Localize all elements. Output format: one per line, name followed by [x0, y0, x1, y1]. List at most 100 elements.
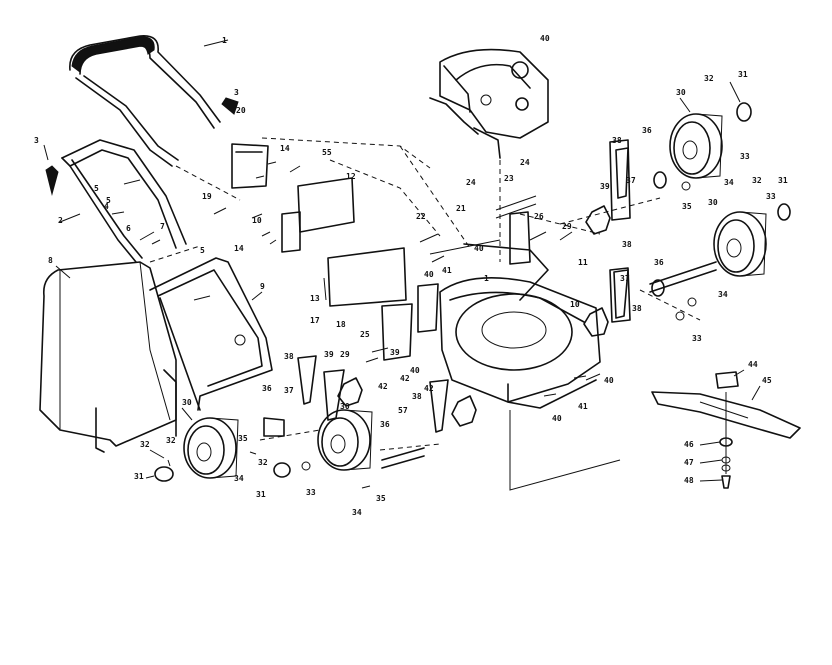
hardware — [111, 161, 587, 489]
callout: 41 — [578, 402, 588, 411]
callout: 42 — [424, 384, 434, 393]
callout: 35 — [238, 434, 248, 443]
callout: 39 — [324, 350, 334, 359]
callout: 31 — [256, 490, 266, 499]
callout: 6 — [126, 224, 131, 233]
callout: 33 — [740, 152, 750, 161]
callout: 10 — [252, 216, 262, 225]
callout: 4 — [104, 202, 109, 211]
callout: 36 — [380, 420, 390, 429]
callout: 40 — [604, 376, 614, 385]
callout: 39 — [600, 182, 610, 191]
callout: 29 — [340, 350, 350, 359]
callout: 30 — [676, 88, 686, 97]
callout: 55 — [322, 148, 332, 157]
callout: 21 — [456, 204, 466, 213]
callout: 38 — [622, 240, 632, 249]
hubcaps-and-nuts — [154, 102, 791, 482]
wheel-front-right — [317, 409, 373, 471]
callout: 24 — [520, 158, 530, 167]
callout: 1 — [484, 274, 489, 283]
callout: 38 — [632, 304, 642, 313]
engine — [429, 48, 549, 159]
callout: 38 — [612, 136, 622, 145]
callout: 10 — [570, 300, 580, 309]
callout: 3 — [34, 136, 39, 145]
callout: 45 — [762, 376, 772, 385]
callout: 38 — [284, 352, 294, 361]
lower-handle — [61, 139, 241, 263]
callout: 48 — [684, 476, 694, 485]
callout: 36 — [642, 126, 652, 135]
callout: 3 — [234, 88, 239, 97]
handle-knob-left — [45, 165, 59, 196]
leader-lines — [43, 81, 761, 482]
callout: 34 — [352, 508, 362, 517]
callout: 29 — [562, 222, 572, 231]
callout: 34 — [724, 178, 734, 187]
callout: 19 — [202, 192, 212, 201]
callout: 13 — [310, 294, 320, 303]
wheel-front-left — [183, 417, 239, 479]
callout: 37 — [284, 386, 294, 395]
callout: 22 — [416, 212, 426, 221]
callout: 5 — [94, 184, 99, 193]
callout: 14 — [234, 244, 244, 253]
handle-knob-right — [221, 97, 239, 115]
callout: 32 — [752, 176, 762, 185]
callout: 40 — [552, 414, 562, 423]
callout: 1 — [222, 36, 227, 45]
callout: 37 — [620, 274, 630, 283]
callout: 30 — [340, 402, 350, 411]
callout: 26 — [534, 212, 544, 221]
callout: 25 — [360, 330, 370, 339]
callout: 31 — [738, 70, 748, 79]
callout: 12 — [346, 172, 356, 181]
bag-frame — [149, 257, 273, 411]
callout: 37 — [626, 176, 636, 185]
callout: 31 — [134, 472, 144, 481]
callout: 35 — [376, 494, 386, 503]
callout: 40 — [410, 366, 420, 375]
grass-bag — [39, 261, 177, 453]
callout: 38 — [412, 392, 422, 401]
callout: 36 — [262, 384, 272, 393]
callout: 32 — [704, 74, 714, 83]
adjuster-gears — [337, 205, 611, 427]
callout: 14 — [280, 144, 290, 153]
callout: 40 — [424, 270, 434, 279]
callout: 23 — [504, 174, 514, 183]
callout: 47 — [684, 458, 694, 467]
assembly-lines — [259, 137, 701, 491]
callout: 42 — [400, 374, 410, 383]
callout: 40 — [540, 34, 550, 43]
wheel-rear-top — [669, 113, 723, 179]
callout: 5 — [200, 246, 205, 255]
callout-labels: 1 3 3 2 5 4 5 7 6 5 8 9 20 14 55 19 10 1… — [34, 34, 788, 517]
callout: 57 — [398, 406, 408, 415]
callout: 33 — [306, 488, 316, 497]
callout: 34 — [718, 290, 728, 299]
callout: 30 — [182, 398, 192, 407]
callout: 5 — [106, 196, 111, 205]
callout: 39 — [390, 348, 400, 357]
callout: 32 — [140, 440, 150, 449]
callout: 8 — [48, 256, 53, 265]
callout: 18 — [336, 320, 346, 329]
upper-handle — [69, 35, 229, 167]
mower-deck — [439, 243, 601, 409]
axles — [263, 171, 717, 469]
callout: 36 — [654, 258, 664, 267]
callout: 42 — [378, 382, 388, 391]
callout: 31 — [778, 176, 788, 185]
callout: 34 — [234, 474, 244, 483]
callout: 41 — [442, 266, 452, 275]
callout: 24 — [466, 178, 476, 187]
callout: 20 — [236, 106, 246, 115]
callout: 9 — [260, 282, 265, 291]
blade-assembly — [651, 371, 801, 489]
height-adjust-plates — [231, 139, 631, 361]
height-levers — [297, 147, 629, 433]
callout: 46 — [684, 440, 694, 449]
